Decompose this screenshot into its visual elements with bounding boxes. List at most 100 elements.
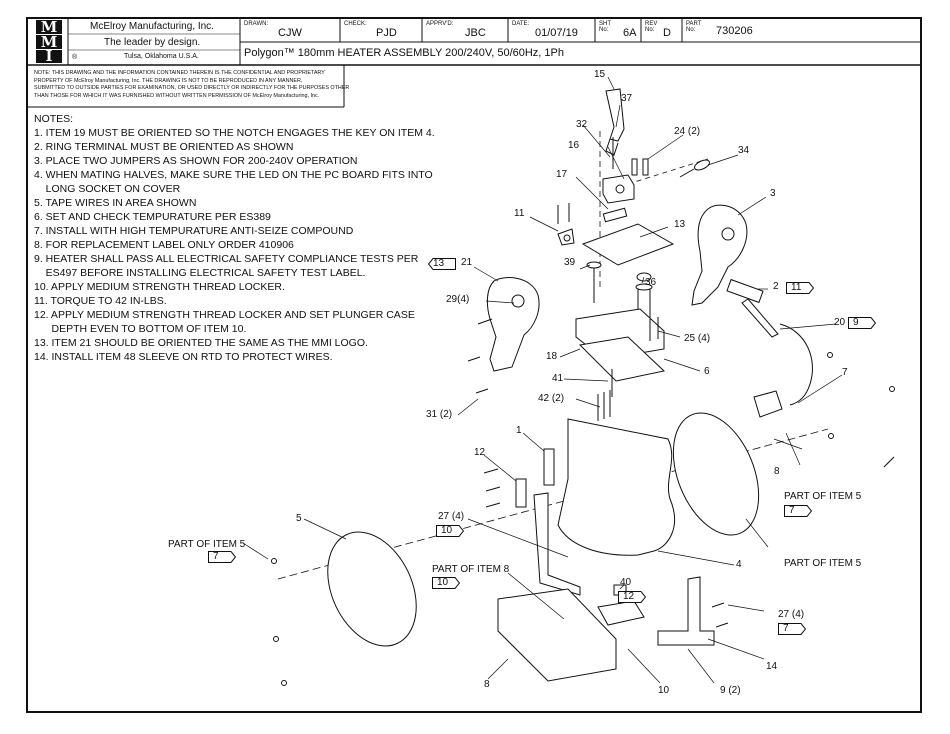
notice-line: NOTE: THIS DRAWING AND THE INFORMATION C…: [34, 70, 325, 76]
balloon-number: 13: [433, 258, 445, 269]
note-balloon: 10: [432, 577, 460, 589]
part-value: 730206: [716, 25, 753, 37]
date-value: 01/07/19: [535, 27, 578, 39]
check-label: CHECK:: [344, 21, 367, 27]
item-callout: 10: [658, 685, 670, 696]
note-balloon: 12: [618, 591, 646, 603]
item-20-cord: [779, 323, 813, 406]
handle-boss: [511, 294, 525, 308]
note-line: 12. APPLY MEDIUM STRENGTH THREAD LOCKER …: [34, 309, 415, 321]
item-10-bracket: [533, 492, 581, 596]
company-location: Tulsa, Oklahoma U.S.A.: [124, 53, 199, 60]
item-42-rods: [597, 390, 611, 421]
note-balloon: 13: [428, 258, 456, 270]
item-callout: 12: [474, 447, 486, 458]
sheet-label: SHT No:: [599, 21, 611, 33]
note-line: 4. WHEN MATING HALVES, MAKE SURE THE LED…: [34, 169, 433, 181]
item-screws-left: [483, 468, 501, 508]
balloon-number: 10: [437, 577, 449, 588]
balloon-number: 7: [789, 505, 795, 516]
item-2-strain-relief: [726, 278, 779, 338]
company-name: McElroy Manufacturing, Inc.: [90, 21, 214, 32]
note-line: 9. HEATER SHALL PASS ALL ELECTRICAL SAFE…: [34, 253, 419, 265]
notice-line: THAN THOSE FOR WHICH IT WAS FURNISHED WI…: [34, 92, 320, 99]
item-callout: 24 (2): [674, 126, 701, 137]
item-8-base: [497, 588, 617, 682]
balloon-number: 7: [213, 551, 219, 562]
item-callout: 21: [461, 257, 473, 268]
item-11-bracket: [557, 203, 575, 246]
item-callout: 31 (2): [426, 409, 453, 420]
item-6-gasket: [578, 336, 666, 382]
balloon-number: 10: [441, 525, 453, 536]
notice-line: PROPERTY OF McElroy Manufacturing, Inc. …: [34, 77, 303, 84]
item-15-clamp-arm: [605, 88, 625, 156]
note-line: 6. SET AND CHECK TEMPURATURE PER ES389: [34, 211, 271, 223]
part-of-item-5-left: PART OF ITEM 5: [168, 539, 246, 550]
note-line: 3. PLACE TWO JUMPERS AS SHOWN FOR 200-24…: [34, 155, 358, 167]
balloon-number: 7: [783, 623, 789, 634]
note-balloon: 7: [208, 551, 236, 563]
logo-letter: M: [36, 35, 62, 50]
item-1-plate: [543, 448, 555, 486]
note-balloon: 9: [848, 317, 876, 329]
note-line: LONG SOCKET ON COVER: [34, 183, 181, 195]
item-14-stand: [657, 576, 715, 646]
mmi-logo: M M I: [31, 20, 65, 64]
drawing-description: Polygon™ 180mm HEATER ASSEMBLY 200/240V,…: [244, 47, 564, 59]
logo-letter: M: [36, 20, 62, 35]
note-balloon: 11: [786, 282, 814, 294]
item-callout: 11: [514, 208, 525, 219]
note-balloon: 7: [784, 505, 812, 517]
logo-letter: I: [36, 49, 62, 64]
item-callout: 40: [620, 577, 632, 588]
note-line: 7. INSTALL WITH HIGH TEMPURATURE ANTI-SE…: [34, 225, 354, 237]
item-callout: 36: [645, 277, 657, 288]
leader-lines: [242, 76, 843, 684]
item-callout: 15: [594, 69, 606, 80]
item-25-screws: [649, 317, 659, 341]
notice-box: [28, 65, 345, 108]
note-line: 2. RING TERMINAL MUST BE ORIENTED AS SHO…: [34, 141, 294, 153]
item-callout: 7: [842, 367, 848, 378]
item-callout: 42 (2): [538, 393, 565, 404]
part-of-item-5-right-mid: PART OF ITEM 5: [784, 558, 862, 569]
item-17-plate: [602, 207, 628, 223]
drawn-label: DRAWN:: [244, 21, 269, 27]
item-24-pins: [631, 158, 649, 176]
item-36-ring: [636, 272, 652, 282]
item-callout: 6: [704, 366, 710, 377]
item-callout: 17: [556, 169, 568, 180]
note-line: 10. APPLY MEDIUM STRENGTH THREAD LOCKER.: [34, 281, 285, 293]
item-callout: 9 (2): [720, 685, 741, 696]
item-5-left-disc: [327, 531, 417, 647]
item-27-screws: [711, 602, 729, 628]
item-callout: 27 (4): [778, 609, 805, 620]
note-line: 8. FOR REPLACEMENT LABEL ONLY ORDER 4109…: [34, 239, 294, 251]
note-line: DEPTH EVEN TO BOTTOM OF ITEM 10.: [34, 323, 247, 335]
balloon-number: 9: [853, 317, 859, 328]
part-label: PART No:: [686, 21, 702, 33]
sheet-value: 6A: [623, 27, 637, 39]
item-callout: 1: [516, 425, 522, 436]
balloon-number: 11: [791, 282, 802, 293]
handle-boss: [721, 227, 735, 241]
exploded-assembly-view: [242, 76, 895, 686]
item-callout: 13: [674, 219, 686, 230]
item-callout: 14: [766, 661, 778, 672]
note-balloon: 7: [778, 623, 806, 635]
rev-value: D: [663, 27, 671, 39]
item-7-plug: [753, 390, 783, 418]
title-block-lines: [28, 19, 920, 66]
balloon-number: 12: [623, 591, 635, 602]
loose-screws: [271, 352, 895, 686]
note-line: 5. TAPE WIRES IN AREA SHOWN: [34, 197, 197, 209]
date-label: DATE:: [512, 21, 530, 27]
item-31-screw: [475, 388, 489, 394]
part-of-item-5-right-top: PART OF ITEM 5: [784, 491, 862, 502]
item-4-heater-plate: [557, 418, 675, 556]
dashed-guide: [627, 158, 709, 185]
registered-mark: ®: [72, 54, 78, 61]
item-callout: 18: [546, 351, 558, 362]
item-callout: 32: [576, 119, 588, 130]
